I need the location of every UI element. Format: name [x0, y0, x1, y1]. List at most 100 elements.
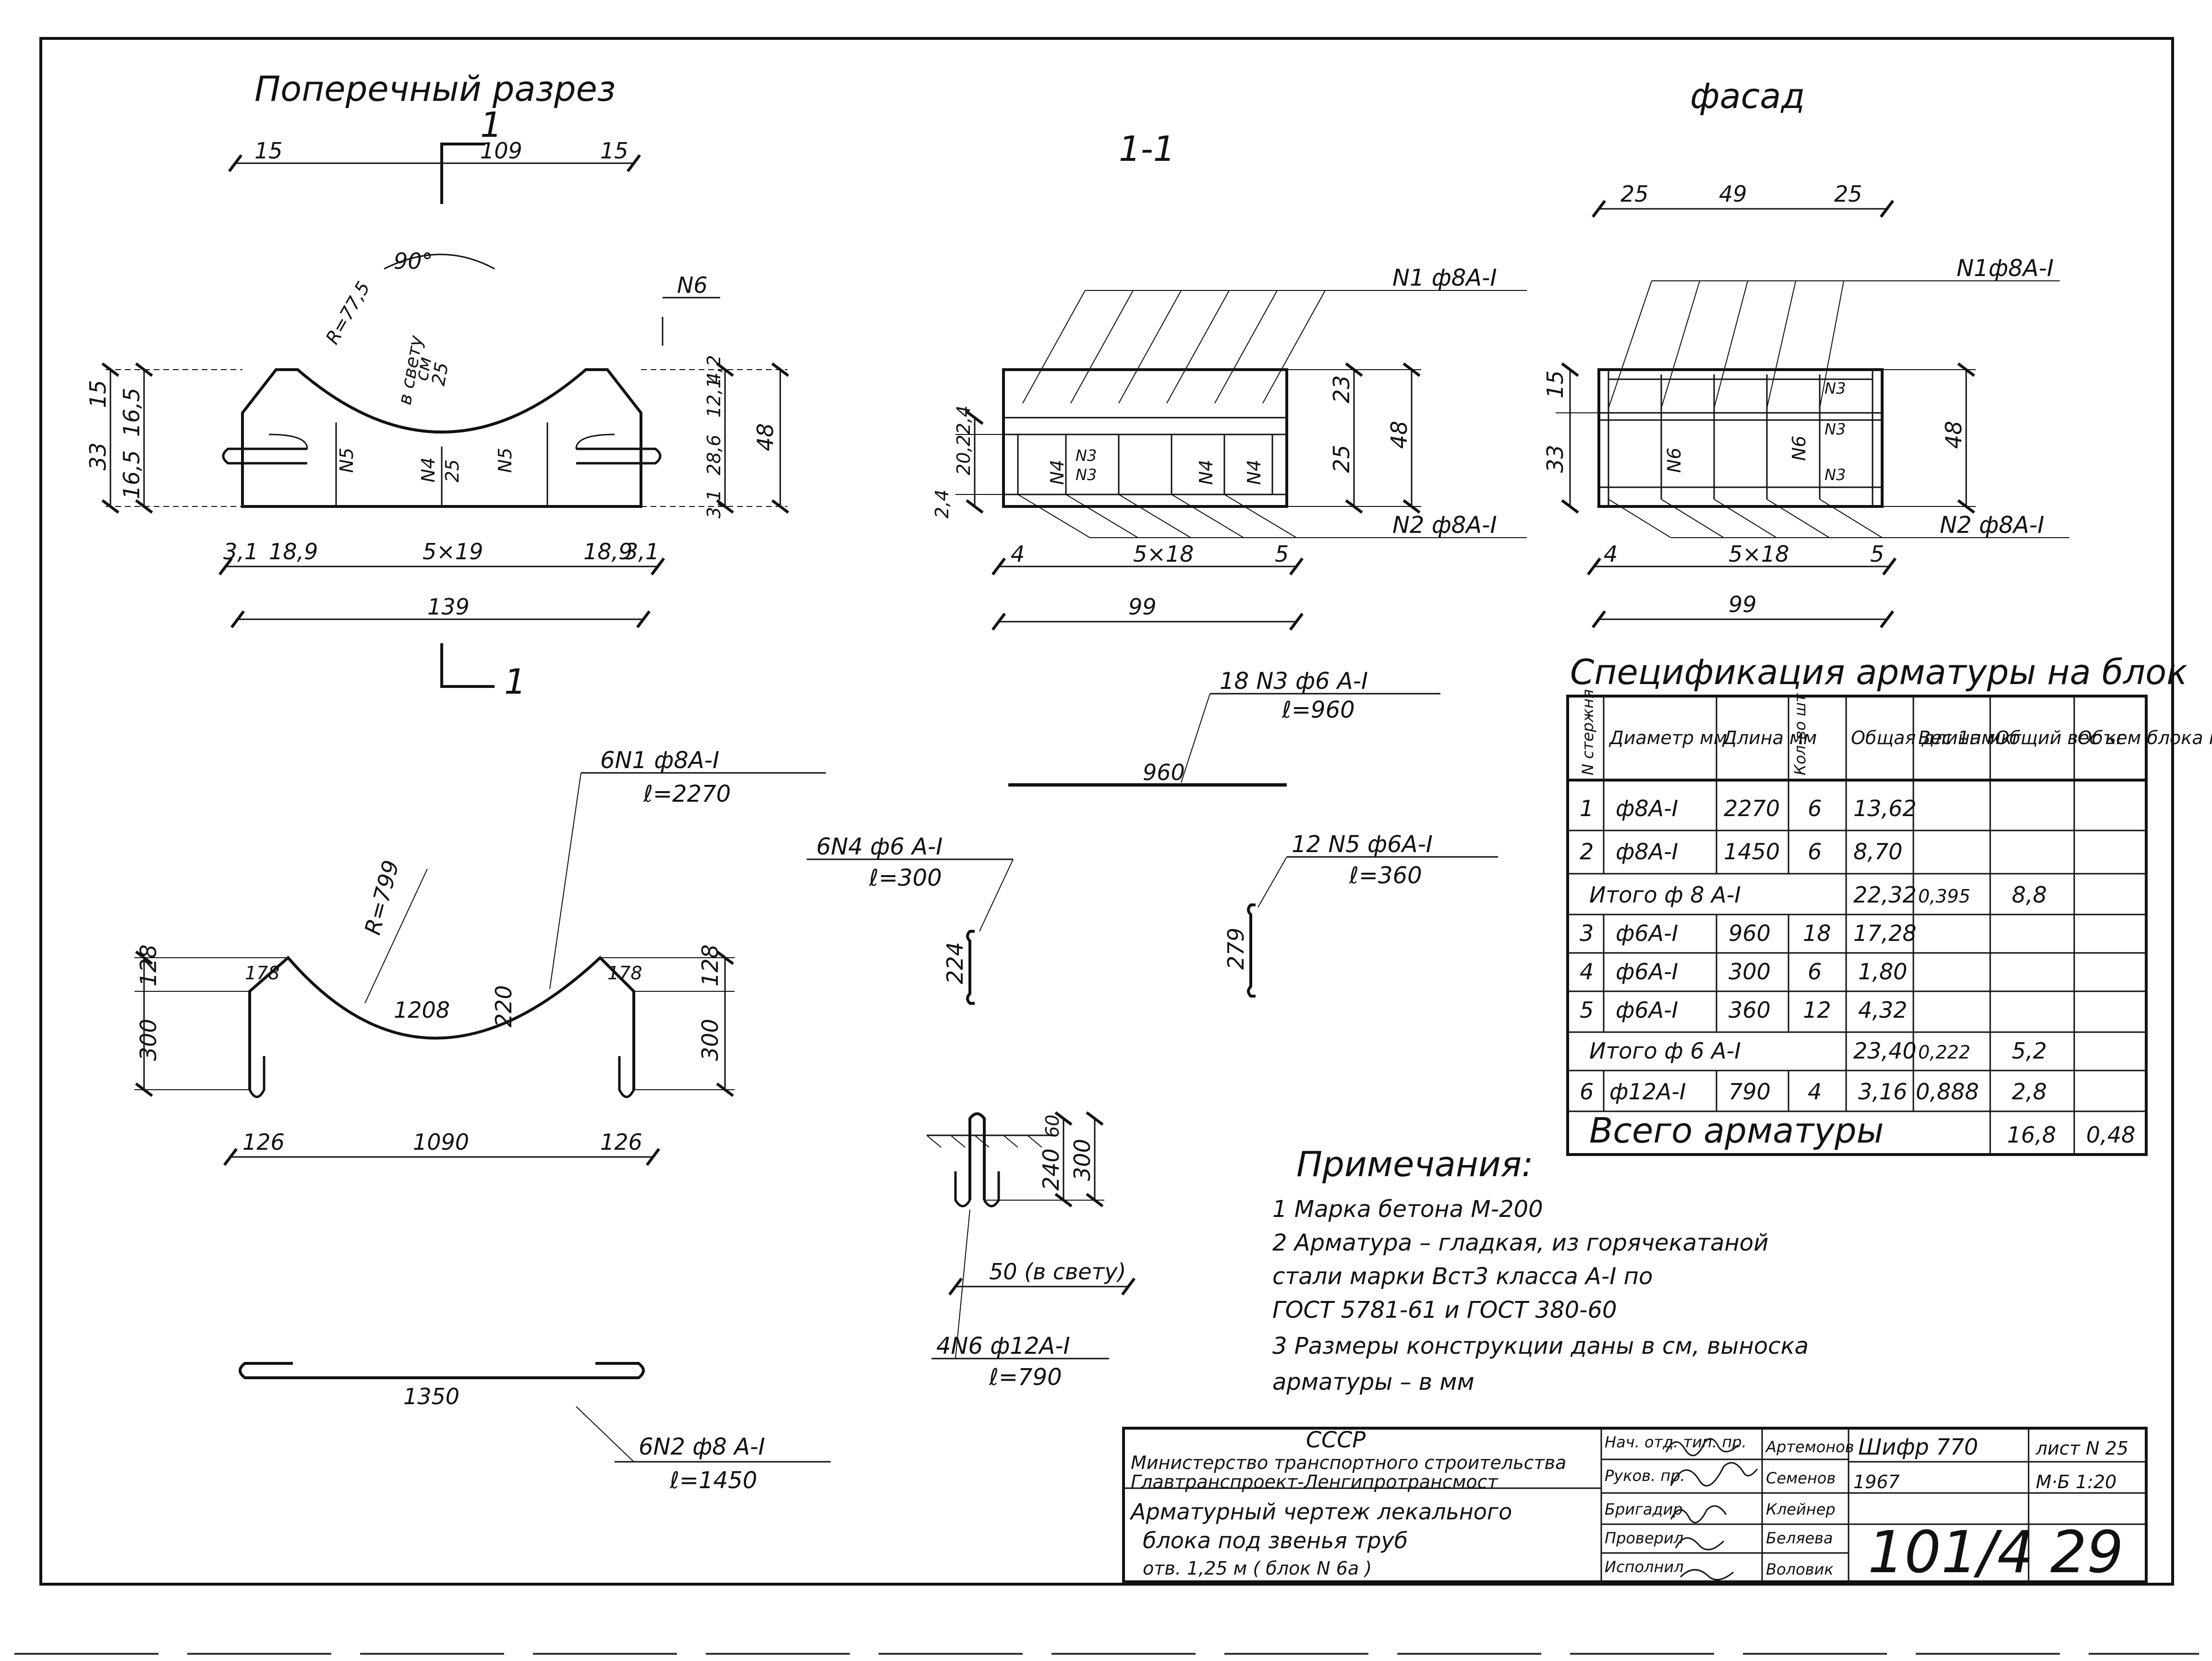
cut-label-top: 1	[480, 105, 502, 145]
spec-r2-tl: 8,70	[1853, 839, 1902, 865]
spec-header-len: Длина мм	[1722, 727, 1817, 748]
facade-view: фасад 25 49 25 N1ф8А-I N2 ф8А-I N3 N3 N3…	[1542, 76, 2069, 628]
cs-total: 139	[427, 594, 470, 620]
facade-right-dim-48: 48	[1941, 421, 1967, 449]
cs-left-dim-16-5-b: 16,5	[119, 450, 145, 499]
section-left-dim-3: 2,4	[931, 490, 953, 518]
spec-r4-l: 300	[1729, 959, 1771, 985]
bar-n4-label: 6N4 ф6 А-I	[816, 833, 943, 860]
spec-r5-q: 12	[1803, 997, 1831, 1023]
cs-top-dim-3: 15	[600, 138, 629, 164]
cs-angle: 90°	[394, 248, 433, 274]
stamp-name-2: Семенов	[1766, 1469, 1836, 1487]
section-right-dim-23: 23	[1329, 375, 1354, 403]
spec-r2-n: 2	[1580, 839, 1594, 865]
bar-n2-label: 6N2 ф8 А-I	[639, 1433, 765, 1460]
spec-subtotal6-label: Итого ф 6 А-I	[1589, 1038, 1741, 1064]
spec-header-weight: Вес 1пм кг	[1918, 727, 2022, 748]
stamp-name-3: Клейнер	[1766, 1500, 1836, 1518]
stamp-org-1: СССР	[1306, 1427, 1366, 1453]
cut-label-bottom: 1	[504, 662, 526, 702]
stamp-page: 29	[2050, 1519, 2124, 1586]
bar-n1-leg-right: 300	[697, 1019, 723, 1061]
cs-right-dim-12-1: 12,1	[703, 377, 725, 418]
cross-section-title: Поперечный разрез	[254, 69, 616, 109]
spec-r4-tl: 1,80	[1858, 959, 1907, 985]
spec-r1-d: ф8А-I	[1616, 795, 1678, 821]
bar-n1-bottom-1: 126	[242, 1129, 285, 1155]
note-line-2: 2 Арматура – гладкая, из горячекатаной	[1272, 1229, 1768, 1256]
bar-n6-length: ℓ=790	[989, 1364, 1062, 1391]
spec-r4-d: ф6А-I	[1616, 959, 1678, 985]
facade-n3-a: N3	[1825, 379, 1846, 397]
facade-bottom-dim-2: 5×18	[1729, 541, 1789, 567]
cs-left-dim-15: 15	[85, 380, 111, 408]
bar-n1-leg-left: 300	[135, 1019, 161, 1061]
section-left-dim-1: 2,4	[953, 406, 974, 434]
cs-top-dim-1: 15	[254, 138, 283, 164]
spec-subtotal8-tl: 22,32	[1853, 882, 1917, 908]
spec-r2-l: 1450	[1724, 839, 1780, 865]
spec-r6-tw: 2,8	[2012, 1079, 2047, 1105]
bar-n6-clear: 50 (в свету)	[989, 1259, 1126, 1285]
spec-r5-n: 5	[1580, 997, 1594, 1023]
section-bar-n1: N1 ф8А-I	[1392, 265, 1497, 291]
stamp-sheet-label: лист N 25	[2035, 1438, 2128, 1459]
bar-n3-detail: 18 N3 ф6 А-I ℓ=960 960	[1008, 668, 1440, 787]
spec-subtotal8-w: 0,395	[1918, 886, 1970, 907]
spec-header-total-weight: Общий вес кг	[1995, 727, 2126, 748]
stamp-desc-2: блока под звенья труб	[1143, 1528, 1408, 1553]
bar-n1-rise: 220	[491, 985, 517, 1027]
spec-r3-n: 3	[1580, 920, 1594, 946]
spec-r6-w: 0,888	[1916, 1079, 1979, 1105]
section-right-dim-25: 25	[1329, 445, 1354, 473]
spec-r5-tl: 4,32	[1858, 997, 1907, 1023]
spec-header-total-len: Общая длина м	[1851, 727, 2001, 748]
bar-n1-end-4: 128	[697, 944, 723, 987]
cs-bottom-dim-4: 18,9	[583, 539, 632, 565]
spec-header-n: N стержня	[1579, 689, 1597, 775]
signature-5	[1680, 1569, 1734, 1581]
bar-n1-bottom-3: 126	[600, 1129, 642, 1155]
facade-top-dim-1: 25	[1620, 181, 1649, 207]
note-line-4: ГОСТ 5781-61 и ГОСТ 380-60	[1272, 1297, 1617, 1324]
spec-subtotal8-tw: 8,8	[2012, 882, 2047, 908]
cross-section-view: Поперечный разрез 1 15 109 15 90° R=77,5…	[85, 69, 789, 702]
facade-n6-b: N6	[1789, 435, 1810, 461]
spec-r4-n: 4	[1580, 959, 1594, 985]
spec-r1-l: 2270	[1724, 795, 1780, 821]
facade-left-dim-15: 15	[1542, 370, 1568, 398]
cs-bar-n6: N6	[677, 272, 708, 298]
section-bottom-dim-1: 4	[1011, 541, 1025, 567]
bar-n3-length: ℓ=960	[1281, 697, 1355, 723]
stamp-role-3: Бригадир	[1605, 1500, 1683, 1518]
spec-r1-q: 6	[1808, 795, 1822, 821]
stamp-name-5: Воловик	[1766, 1560, 1834, 1578]
spec-r3-l: 960	[1729, 920, 1771, 946]
bar-n6-label: 4N6 ф12А-I	[936, 1333, 1070, 1360]
spec-r2-q: 6	[1808, 839, 1822, 865]
section-bottom-dim-2: 5×18	[1133, 541, 1194, 567]
facade-total: 99	[1729, 591, 1757, 617]
section-n4-b: N4	[1196, 459, 1217, 485]
facade-n6-a: N6	[1664, 447, 1685, 473]
stamp-role-5: Исполнил	[1605, 1558, 1684, 1576]
stamp-org-3: Главтранспроект-Ленгипротрансмост	[1131, 1471, 1499, 1492]
stamp-desc-1: Арматурный чертеж лекального	[1129, 1499, 1512, 1525]
spec-table: Спецификация арматуры на блок N стержня …	[1566, 652, 2212, 1156]
section-right-dim-48: 48	[1386, 421, 1412, 449]
spec-r1-tl: 13,62	[1853, 795, 1917, 821]
bar-n5-dim: 279	[1223, 927, 1249, 970]
bar-n1-length: ℓ=2270	[643, 781, 731, 807]
spec-r3-q: 18	[1803, 920, 1831, 946]
section-bottom-dim-3: 5	[1275, 541, 1289, 567]
sheet-frame	[39, 37, 2174, 1586]
cs-bottom-dim-3: 5×19	[423, 539, 483, 565]
spec-header-diam: Диаметр мм	[1608, 727, 1727, 748]
bar-n6-dim-300: 300	[1069, 1139, 1095, 1181]
spec-header-qty: Кол-во шт	[1791, 693, 1809, 775]
cs-label-n4: N4	[418, 457, 439, 482]
facade-bar-n1: N1ф8А-I	[1957, 255, 2054, 282]
bar-n2-dim: 1350	[403, 1384, 459, 1409]
spec-r6-d: ф12А-I	[1609, 1079, 1686, 1105]
